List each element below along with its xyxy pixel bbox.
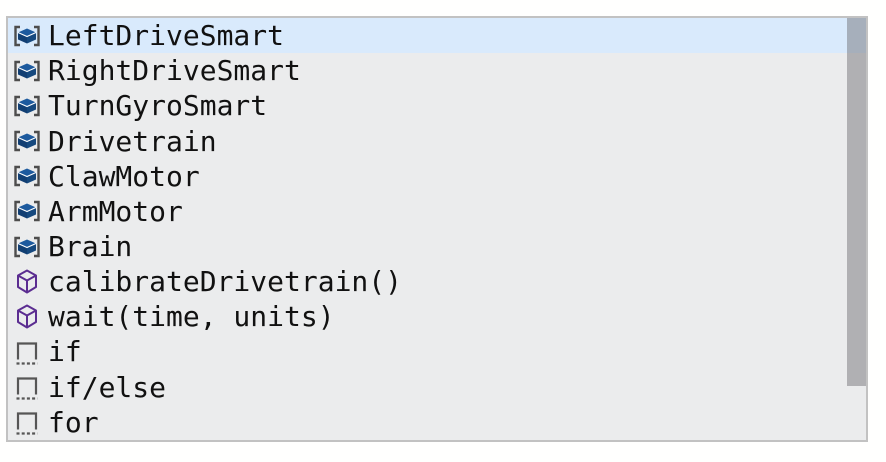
suggestion-label: Drivetrain — [48, 124, 217, 158]
scrollbar-thumb[interactable] — [847, 18, 866, 386]
suggestion-label: RightDriveSmart — [48, 54, 301, 88]
snippet-icon — [12, 337, 42, 367]
method-cube-icon — [12, 267, 42, 297]
suggestion-item[interactable]: calibrateDrivetrain() — [8, 264, 866, 299]
device-brick-icon — [12, 126, 42, 156]
device-brick-icon — [12, 91, 42, 121]
device-brick-icon — [12, 196, 42, 226]
snippet-icon — [12, 407, 42, 437]
suggestion-item[interactable]: TurnGyroSmart — [8, 88, 866, 123]
device-brick-icon — [12, 161, 42, 191]
suggestion-label: TurnGyroSmart — [48, 89, 268, 123]
suggestion-item[interactable]: for — [8, 405, 866, 440]
suggestion-label: ArmMotor — [48, 194, 183, 228]
suggestion-label: wait(time, units) — [48, 300, 335, 334]
suggest-list: LeftDriveSmart RightDriveSmart — [8, 18, 866, 440]
suggestion-item[interactable]: RightDriveSmart — [8, 53, 866, 88]
suggestion-item[interactable]: ArmMotor — [8, 194, 866, 229]
suggestion-item[interactable]: wait(time, units) — [8, 299, 866, 334]
device-brick-icon — [12, 232, 42, 262]
suggestion-label: ClawMotor — [48, 159, 200, 193]
scrollbar-track[interactable] — [847, 18, 866, 440]
suggestion-item[interactable]: Brain — [8, 229, 866, 264]
snippet-icon — [12, 372, 42, 402]
suggestion-label: if — [48, 335, 82, 369]
autocomplete-suggest-widget: LeftDriveSmart RightDriveSmart — [6, 16, 868, 442]
suggestion-label: Brain — [48, 230, 133, 264]
suggestion-label: LeftDriveSmart — [48, 19, 285, 53]
suggestion-label: calibrateDrivetrain() — [48, 265, 403, 299]
device-brick-icon — [12, 56, 42, 86]
method-cube-icon — [12, 302, 42, 332]
device-brick-icon — [12, 21, 42, 51]
suggestion-item[interactable]: Drivetrain — [8, 123, 866, 158]
suggestion-label: for — [48, 405, 99, 439]
suggestion-item[interactable]: LeftDriveSmart — [8, 18, 866, 54]
suggestion-item[interactable]: if — [8, 334, 866, 369]
suggestion-item[interactable]: ClawMotor — [8, 159, 866, 194]
suggestion-label: if/else — [48, 370, 167, 404]
suggestion-item[interactable]: if/else — [8, 370, 866, 405]
